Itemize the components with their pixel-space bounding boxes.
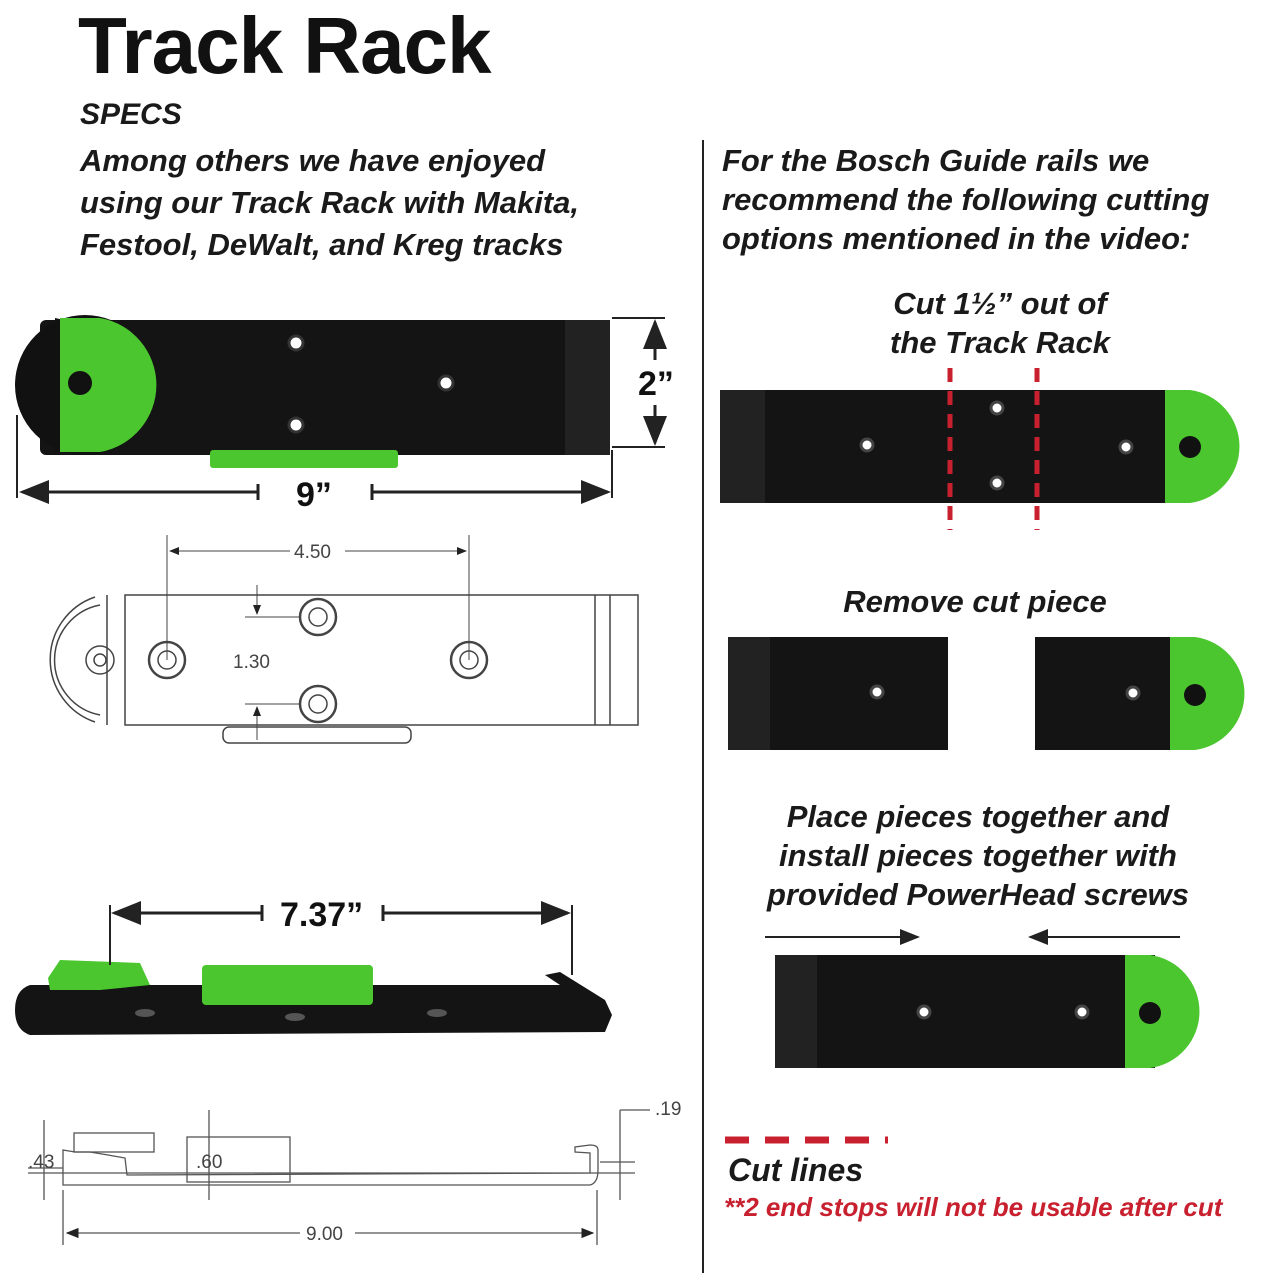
place-step-line: install pieces together with	[779, 838, 1177, 873]
left-text-line: Festool, DeWalt, and Kreg tracks	[80, 227, 564, 262]
length-label: 9”	[296, 476, 332, 514]
specs-label: SPECS	[80, 98, 182, 131]
dim-900: 9.00	[306, 1224, 343, 1245]
left-text-line: using our Track Rack with Makita,	[80, 185, 580, 220]
remove-step-illustration	[728, 637, 1245, 750]
hole-offset-label: 1.30	[233, 652, 270, 673]
place-step-illustration	[765, 929, 1200, 1068]
right-text-line: For the Bosch Guide rails we	[722, 143, 1150, 178]
dimension-737: 7.37”	[109, 896, 573, 975]
right-text-line: recommend the following cutting	[722, 182, 1210, 217]
cut-step-line: Cut 1½” out of	[893, 286, 1107, 321]
legend-label: Cut lines	[728, 1152, 864, 1188]
left-text-line: Among others we have enjoyed	[80, 143, 546, 178]
dimension-9in: 9”	[16, 415, 613, 514]
green-wheel	[60, 318, 157, 452]
legend-note: **2 end stops will not be usable after c…	[724, 1192, 1223, 1222]
dimension-2in: 2”	[612, 317, 674, 448]
cut-step-line: the Track Rack	[890, 325, 1110, 360]
track-rack-top-photo	[15, 315, 610, 468]
track-rack-side-photo	[15, 960, 612, 1035]
dim-019: .19	[655, 1099, 681, 1120]
dim-043: .43	[28, 1152, 54, 1173]
place-step-line: Place pieces together and	[786, 799, 1170, 834]
right-text-line: options mentioned in the video:	[722, 221, 1191, 256]
page-title: Track Rack	[78, 1, 492, 90]
place-step-line: provided PowerHead screws	[766, 877, 1190, 912]
height-label: 2”	[638, 365, 674, 403]
inner-length-label: 7.37”	[280, 896, 363, 934]
dim-060: .60	[196, 1152, 222, 1173]
hole-spacing-label: 4.50	[294, 542, 331, 563]
cut-step-illustration	[720, 368, 1240, 530]
technical-drawing-side	[28, 1109, 650, 1245]
technical-drawing-top	[49, 535, 639, 744]
remove-step-label: Remove cut piece	[843, 584, 1107, 619]
